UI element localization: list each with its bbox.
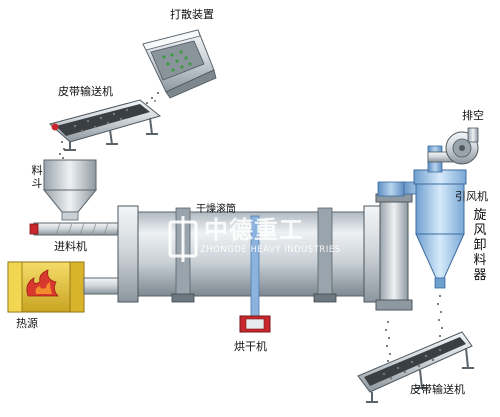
logo-text-cn: 中德重工 [204, 216, 304, 244]
heat-source [7, 261, 119, 313]
label-dryer: 烘干机 [234, 340, 267, 353]
logo-text-en: ZHONGDE HEAVY INDUSTRIES [200, 245, 341, 255]
label-heat-source: 热源 [16, 317, 38, 330]
flame-icon [26, 269, 59, 297]
hopper [42, 159, 98, 221]
label-drum: 干燥滚筒 [196, 204, 236, 215]
belt-conveyor-top [48, 99, 162, 151]
cyclone-separator [377, 145, 467, 289]
top-conveyor-falling-material [59, 141, 65, 159]
induced-draft-fan [427, 127, 479, 165]
label-induced-fan: 引风机 [455, 190, 488, 203]
label-exhaust: 排空 [462, 109, 484, 122]
label-belt-conveyor-bottom: 皮带输送机 [410, 383, 465, 396]
label-belt-conveyor-top: 皮带输送机 [58, 85, 113, 98]
label-feeder: 进料机 [54, 240, 87, 253]
label-dispersing-device: 打散装置 [170, 8, 214, 21]
dispersing-device [142, 29, 217, 99]
dryer-drive [239, 215, 271, 333]
belt-conveyor-bottom [357, 331, 474, 403]
logo-mark-icon [168, 216, 198, 262]
label-hopper: 料斗 [31, 164, 43, 190]
discharge-falling-material [385, 295, 443, 362]
label-cyclone: 旋风卸料器 [473, 208, 487, 283]
